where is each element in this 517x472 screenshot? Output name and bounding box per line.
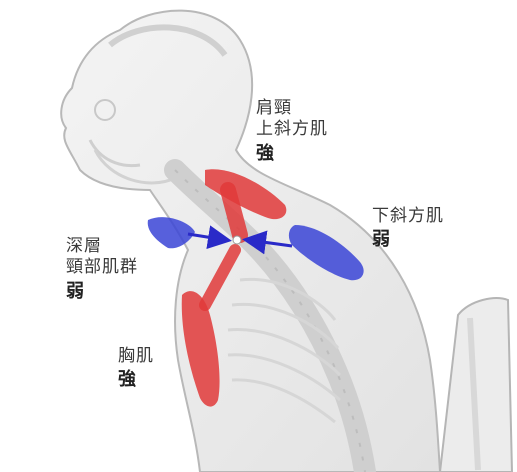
label-deep-neck-flexors: 深層 頸部肌群 弱 (66, 236, 138, 303)
upper-trap-name-line1: 肩頸 (256, 98, 328, 119)
crossing-point (233, 236, 241, 244)
label-lower-trapezius: 下斜方肌 弱 (372, 206, 444, 252)
deep-neck-name-line1: 深層 (66, 236, 138, 257)
pectoral-name: 胸肌 (118, 346, 154, 367)
upper-trap-state: 強 (256, 143, 328, 166)
deep-neck-name-line2: 頸部肌群 (66, 257, 138, 278)
label-upper-trapezius: 肩頸 上斜方肌 強 (256, 98, 328, 165)
lower-trap-state: 弱 (372, 229, 444, 252)
chair-back (440, 298, 512, 472)
lower-trap-name: 下斜方肌 (372, 206, 444, 227)
deep-neck-state: 弱 (66, 281, 138, 304)
upper-trap-name-line2: 上斜方肌 (256, 119, 328, 140)
pectoral-state: 強 (118, 369, 154, 392)
label-pectoral: 胸肌 強 (118, 346, 154, 392)
